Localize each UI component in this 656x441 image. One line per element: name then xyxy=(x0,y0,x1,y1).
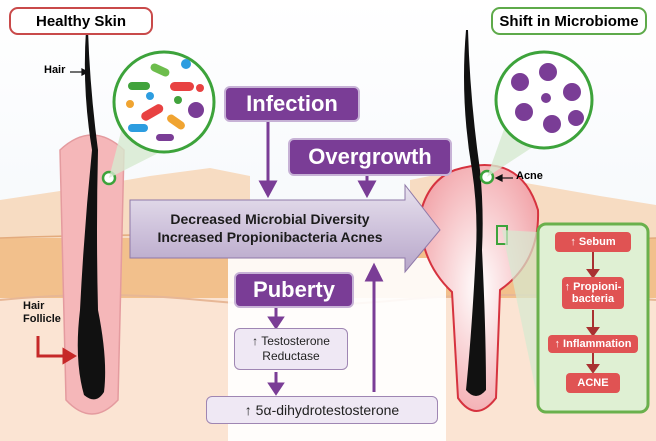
diverse-bacteria xyxy=(126,59,204,141)
acne-step: ACNE xyxy=(566,373,620,393)
hair-label: Hair xyxy=(44,64,66,76)
infection-text: Infection xyxy=(246,91,338,116)
overgrowth-text: Overgrowth xyxy=(308,144,432,169)
left-hair-shaft xyxy=(77,30,106,400)
propionibacteria-step: ↑ Propioni- bacteria xyxy=(562,277,624,309)
propionibacteria-cluster xyxy=(511,63,584,133)
overgrowth-label: Overgrowth xyxy=(288,138,452,176)
shift-arrow-text: Decreased Microbial Diversity Increased … xyxy=(130,210,410,246)
healthy-skin-title-text: Healthy Skin xyxy=(35,12,127,30)
dht-box: ↑ 5α-dihydrotestosterone xyxy=(206,396,438,424)
testosterone-reductase-box: ↑ Testosterone Reductase xyxy=(234,328,348,370)
right-hair-shaft xyxy=(464,30,486,396)
acne-label: Acne xyxy=(516,170,543,182)
follicle-pointer-arrow xyxy=(36,336,77,365)
infection-label: Infection xyxy=(224,86,360,122)
main-shift-arrow xyxy=(129,183,441,274)
puberty-label: Puberty xyxy=(234,272,354,308)
sebum-step: ↑ Sebum xyxy=(555,232,631,252)
microbiome-shift-title: Shift in Microbiome xyxy=(491,7,647,35)
puberty-text: Puberty xyxy=(253,277,335,302)
inflammation-step: ↑ Inflammation xyxy=(548,335,638,353)
arrow-line-diversity: Decreased Microbial Diversity xyxy=(170,211,370,227)
hair-follicle-label: Hair Follicle xyxy=(23,300,61,325)
healthy-skin-title: Healthy Skin xyxy=(9,7,153,35)
arrow-line-propionibacteria: Increased Propionibacteria Acnes xyxy=(157,229,383,245)
microbiome-shift-title-text: Shift in Microbiome xyxy=(499,12,639,30)
